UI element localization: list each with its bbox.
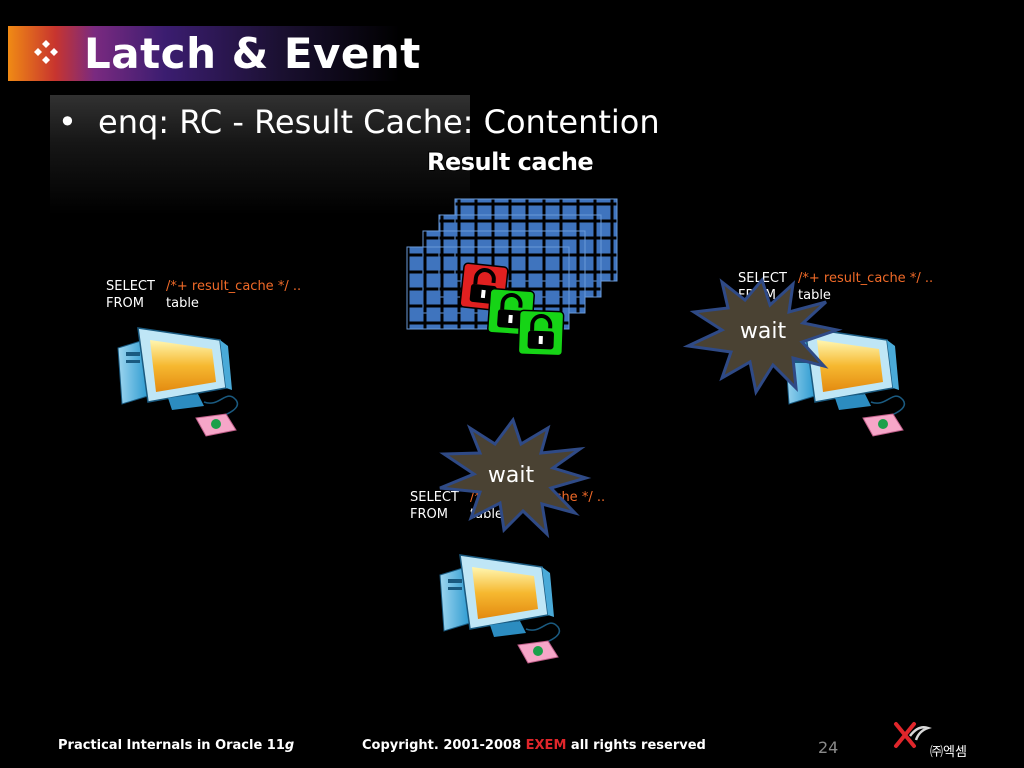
wait-burst-right: wait — [682, 276, 843, 396]
footer-course-text: Practical Internals in Oracle 11 — [58, 738, 285, 753]
lock-green-icon — [518, 310, 564, 356]
diamond-bullet-icon — [34, 40, 58, 64]
copyright-prefix: Copyright. 2001-2008 — [362, 738, 526, 753]
wait-label: wait — [740, 319, 787, 344]
wait-burst-bottom: wait — [439, 416, 592, 539]
table-name: table — [166, 296, 199, 311]
hint-text: /*+ result_cache */ .. — [798, 271, 934, 286]
bullet-dot: • — [58, 103, 77, 141]
header-glow — [50, 95, 470, 215]
slide-title: Latch & Event — [84, 29, 421, 78]
exem-logo-icon — [894, 722, 932, 748]
from-keyword: FROM — [106, 296, 144, 311]
from-keyword: FROM — [410, 507, 448, 522]
copyright-suffix: all rights reserved — [566, 738, 706, 753]
title-bar — [8, 26, 400, 81]
sql-block-left: SELECT /*+ result_cache */ .. FROM table — [106, 278, 301, 312]
bullet-text: enq: RC - Result Cache: Contention — [98, 103, 660, 141]
footer-copyright: Copyright. 2001-2008 EXEM all rights res… — [362, 738, 706, 753]
footer-course-italic: g — [284, 738, 295, 753]
company-name: ㈜엑셈 — [930, 745, 967, 760]
result-cache-label: Result cache — [427, 148, 594, 176]
footer-course: Practical Internals in Oracle 11g — [58, 738, 294, 753]
computer-icon — [439, 554, 561, 664]
wait-label: wait — [488, 463, 535, 488]
table-name: table — [798, 288, 831, 303]
computer-icon — [117, 327, 239, 437]
select-keyword: SELECT — [106, 279, 155, 294]
hint-text: /*+ result_cache */ .. — [166, 279, 302, 294]
brand-name: EXEM — [525, 738, 567, 753]
select-keyword: SELECT — [410, 490, 459, 505]
page-number: 24 — [818, 738, 839, 757]
bullet-row: • enq: RC - Result Cache: Contention — [58, 100, 660, 144]
